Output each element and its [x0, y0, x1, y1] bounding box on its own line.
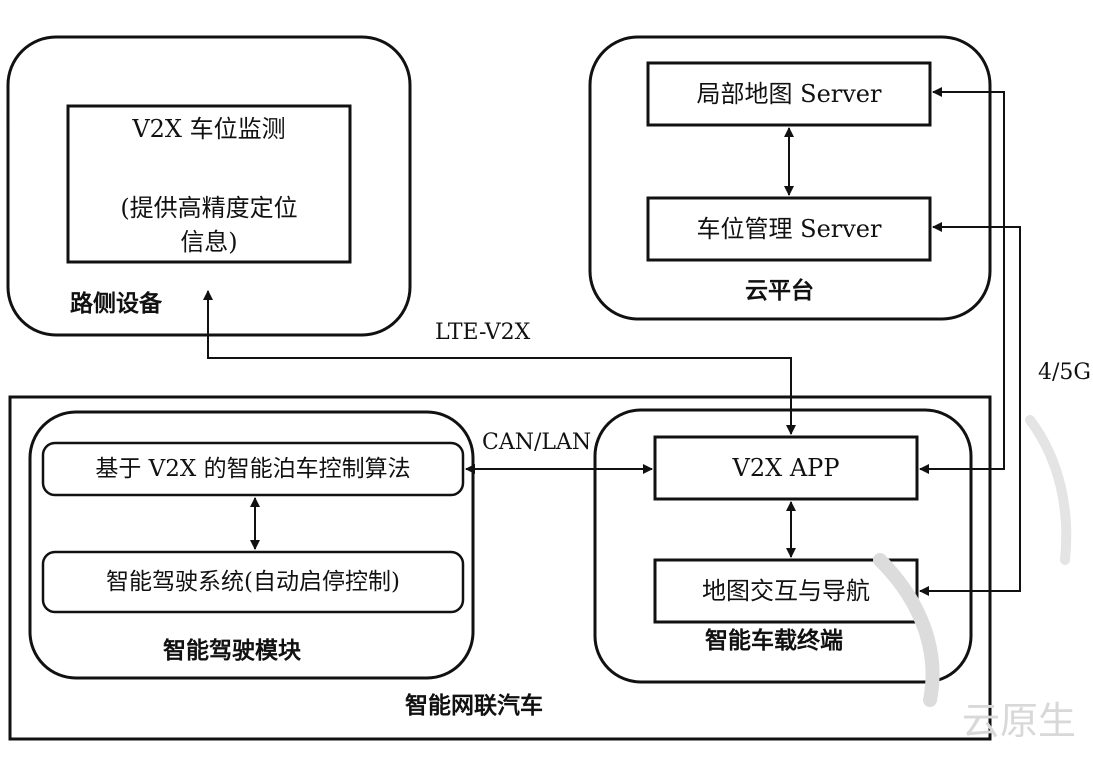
roadside-monitor-desc-1: (提供高精度定位: [120, 194, 298, 222]
roadside-monitor-box: [66, 104, 352, 264]
driving-module-title: 智能驾驶模块: [163, 638, 301, 664]
map-server-label: 局部地图 Server: [696, 80, 882, 108]
lte-v2x-link: [203, 290, 796, 435]
system-label: 智能驾驶系统(自动启停控制): [106, 568, 400, 595]
cellular-link-app-map: [919, 87, 1005, 474]
nav-label: 地图交互与导航: [702, 577, 870, 605]
algo-box: [41, 441, 465, 497]
watermark-stroke: [1025, 415, 1072, 565]
algo-label: 基于 V2X 的智能泊车控制算法: [95, 455, 411, 482]
roadside-title: 路侧设备: [70, 291, 162, 317]
cellular-label: 4/5G: [1038, 360, 1091, 385]
lte-v2x-label: LTE-V2X: [435, 320, 531, 345]
roadside-monitor-title: V2X 车位监测: [132, 115, 286, 143]
app-label: V2X APP: [732, 454, 840, 482]
cloud-title: 云平台: [745, 278, 814, 304]
can-lan-label: CAN/LAN: [482, 430, 592, 455]
app-box: [653, 435, 919, 501]
nav-box: [653, 558, 919, 624]
parking-server-label: 车位管理 Server: [696, 215, 882, 243]
vehicle-title: 智能网联汽车: [405, 693, 543, 719]
watermark-text: 云原生: [962, 699, 1077, 743]
cellular-link-nav-parking: [919, 222, 1021, 596]
system-box: [41, 550, 465, 614]
watermark-stroke: [873, 553, 940, 707]
roadside-monitor-desc-2: 信息): [180, 228, 238, 256]
terminal-title: 智能车载终端: [705, 628, 843, 654]
